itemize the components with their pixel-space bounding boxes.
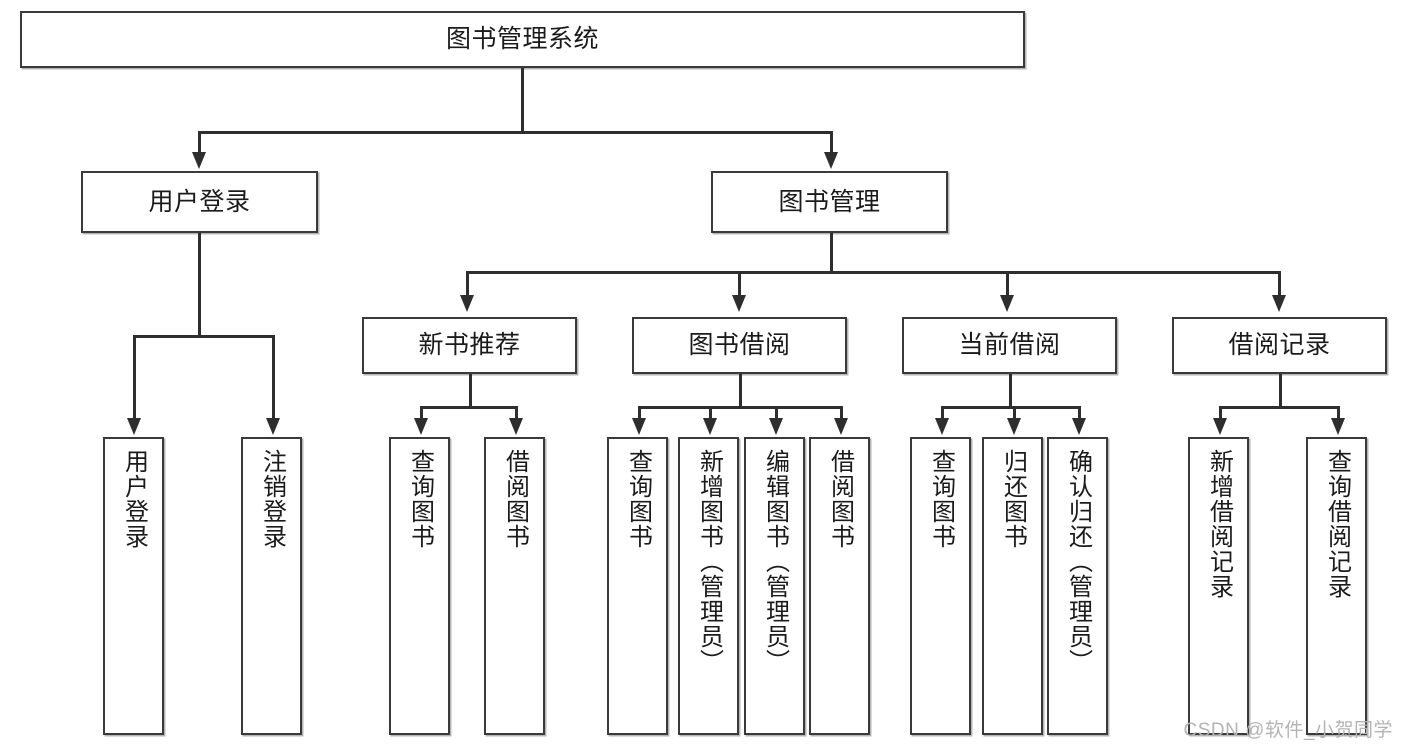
arrowhead-leaf-query-record (1331, 418, 1345, 435)
connector-user-login-stem (198, 233, 201, 335)
connector-root-bus (198, 131, 832, 134)
node-label: 查询图书 (927, 449, 955, 549)
connector-borrow-bus (638, 406, 842, 409)
leaf-add-book-admin[interactable]: 新增图书（管理员） (678, 437, 739, 735)
leaf-query-borrow-record[interactable]: 查询借阅记录 (1306, 437, 1367, 735)
connector-current-c2 (1013, 406, 1016, 420)
connector-book-mgmt-to-records (1278, 271, 1281, 297)
arrowhead-leaf-borrow-books-1 (509, 418, 523, 435)
arrowhead-leaf-borrow-books-2 (834, 418, 848, 435)
node-root-system[interactable]: 图书管理系统 (20, 11, 1025, 68)
connector-records-stem (1279, 374, 1282, 408)
connector-current-c1 (941, 406, 944, 420)
node-borrow-records[interactable]: 借阅记录 (1172, 317, 1387, 374)
connector-root-stem (521, 68, 524, 131)
node-label: 查询图书 (624, 449, 652, 549)
leaf-user-login[interactable]: 用户登录 (103, 437, 164, 735)
connector-borrow-c3 (775, 406, 778, 420)
connector-new-books-c2 (515, 406, 518, 420)
connector-user-login-right (272, 335, 275, 420)
connector-user-login-bus (133, 335, 274, 338)
node-label: 用户登录 (120, 449, 148, 549)
node-new-book-recommend[interactable]: 新书推荐 (362, 317, 577, 374)
arrowhead-leaf-return-book (1007, 418, 1021, 435)
leaf-return-book[interactable]: 归还图书 (982, 437, 1043, 735)
node-label: 确认归还（管理员） (1064, 449, 1092, 674)
node-label: 借阅图书 (501, 449, 529, 549)
arrowhead-leaf-edit-book (769, 418, 783, 435)
arrowhead-leaf-add-book (703, 418, 717, 435)
connector-current-c3 (1078, 406, 1081, 420)
node-label: 借阅记录 (1228, 331, 1331, 360)
connector-root-to-user-login (198, 131, 201, 154)
node-label: 新增图书（管理员） (695, 449, 723, 674)
node-label: 图书管理系统 (445, 25, 599, 54)
node-label: 图书管理 (778, 187, 881, 216)
node-user-login[interactable]: 用户登录 (81, 171, 318, 233)
connector-current-bus (941, 406, 1080, 409)
arrowhead-new-books (460, 295, 474, 312)
node-label: 归还图书 (999, 449, 1027, 549)
arrowhead-records (1272, 295, 1286, 312)
node-label: 借阅图书 (826, 449, 854, 549)
arrowhead-leaf-user-login (127, 418, 141, 435)
connector-root-to-book-mgmt (830, 131, 833, 154)
leaf-add-borrow-record[interactable]: 新增借阅记录 (1188, 437, 1249, 735)
node-book-borrow[interactable]: 图书借阅 (632, 317, 847, 374)
arrowhead-leaf-query-books-1 (414, 418, 428, 435)
leaf-query-books-new[interactable]: 查询图书 (389, 437, 450, 735)
arrowhead-leaf-query-books-3 (935, 418, 949, 435)
connector-book-mgmt-stem (830, 233, 833, 273)
leaf-query-books-current[interactable]: 查询图书 (910, 437, 971, 735)
node-label: 新增借阅记录 (1205, 449, 1233, 599)
connector-book-mgmt-to-new-books (466, 271, 469, 297)
node-label: 查询图书 (406, 449, 434, 549)
leaf-logout[interactable]: 注销登录 (241, 437, 302, 735)
node-label: 用户登录 (148, 187, 251, 216)
connector-records-c1 (1219, 406, 1222, 420)
arrowhead-leaf-logout (266, 418, 280, 435)
arrowhead-leaf-add-record (1213, 418, 1227, 435)
arrowhead-root-to-user-login (192, 152, 206, 169)
node-label: 当前借阅 (958, 331, 1061, 360)
node-label: 图书借阅 (688, 331, 791, 360)
arrowhead-borrow (732, 295, 746, 312)
connector-current-stem (1009, 374, 1012, 408)
node-label: 编辑图书（管理员） (761, 449, 789, 674)
connector-records-bus (1219, 406, 1339, 409)
leaf-borrow-books-borrow[interactable]: 借阅图书 (809, 437, 870, 735)
connector-records-c2 (1337, 406, 1340, 420)
arrowhead-leaf-confirm-return (1072, 418, 1086, 435)
arrowhead-leaf-query-books-2 (632, 418, 646, 435)
connector-book-mgmt-bus (466, 271, 1280, 274)
node-current-borrow[interactable]: 当前借阅 (902, 317, 1117, 374)
leaf-edit-book-admin[interactable]: 编辑图书（管理员） (744, 437, 805, 735)
node-book-management[interactable]: 图书管理 (711, 171, 948, 233)
connector-borrow-c1 (638, 406, 641, 420)
leaf-query-books-borrow[interactable]: 查询图书 (607, 437, 668, 735)
connector-user-login-left (133, 335, 136, 420)
connector-borrow-c4 (840, 406, 843, 420)
node-label: 查询借阅记录 (1323, 449, 1351, 599)
node-label: 注销登录 (258, 449, 286, 549)
arrowhead-root-to-book-mgmt (824, 152, 838, 169)
leaf-borrow-books-new[interactable]: 借阅图书 (484, 437, 545, 735)
arrowhead-current (1000, 295, 1014, 312)
connector-book-mgmt-to-current (1006, 271, 1009, 297)
connector-borrow-stem (739, 374, 742, 408)
node-label: 新书推荐 (418, 331, 521, 360)
connector-new-books-c1 (420, 406, 423, 420)
connector-book-mgmt-to-borrow (738, 271, 741, 297)
connector-new-books-bus (420, 406, 517, 409)
leaf-confirm-return-admin[interactable]: 确认归还（管理员） (1047, 437, 1108, 735)
connector-borrow-c2 (709, 406, 712, 420)
connector-new-books-stem (469, 374, 472, 408)
